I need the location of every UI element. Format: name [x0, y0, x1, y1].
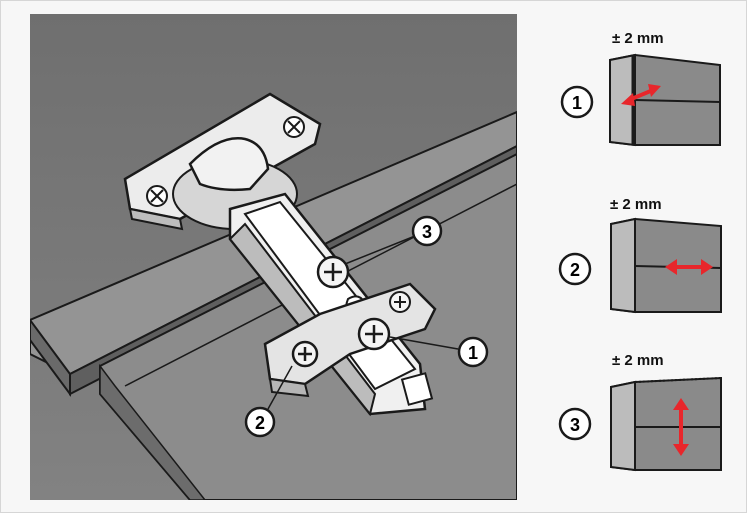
panel-1-tolerance: ± 2 mm [612, 30, 664, 47]
panel-3-number-badge [558, 407, 592, 441]
callout-3: 3 [411, 215, 443, 247]
screw-1 [357, 317, 391, 351]
panel-1-number-badge [560, 85, 594, 119]
panel-1-arrow-icon [621, 84, 661, 106]
screw-plate-right [389, 291, 411, 313]
panel-2-number: 2 [570, 260, 580, 280]
screw-3 [316, 255, 350, 289]
panel-2-number-badge [558, 252, 592, 286]
panel-3-number: 3 [570, 415, 580, 435]
panel-1-diagram: 1 [560, 53, 721, 147]
panel-1-number: 1 [572, 93, 582, 113]
callout-3-label: 3 [422, 222, 432, 242]
panel-3-arrow-icon [673, 398, 689, 456]
panel-2-arrow-icon [665, 259, 713, 275]
panel-3-tolerance: ± 2 mm [612, 352, 664, 369]
callout-2-label: 2 [255, 413, 265, 433]
callout-2: 2 [244, 406, 276, 438]
hinge-illustration: 3 1 2 [30, 14, 517, 500]
panel-2-diagram: 2 [558, 217, 722, 314]
panel-2-tolerance: ± 2 mm [610, 196, 662, 213]
callout-1-label: 1 [468, 343, 478, 363]
callout-1: 1 [457, 336, 489, 368]
panel-3-diagram: 3 [558, 376, 722, 472]
screw-2 [291, 340, 319, 368]
